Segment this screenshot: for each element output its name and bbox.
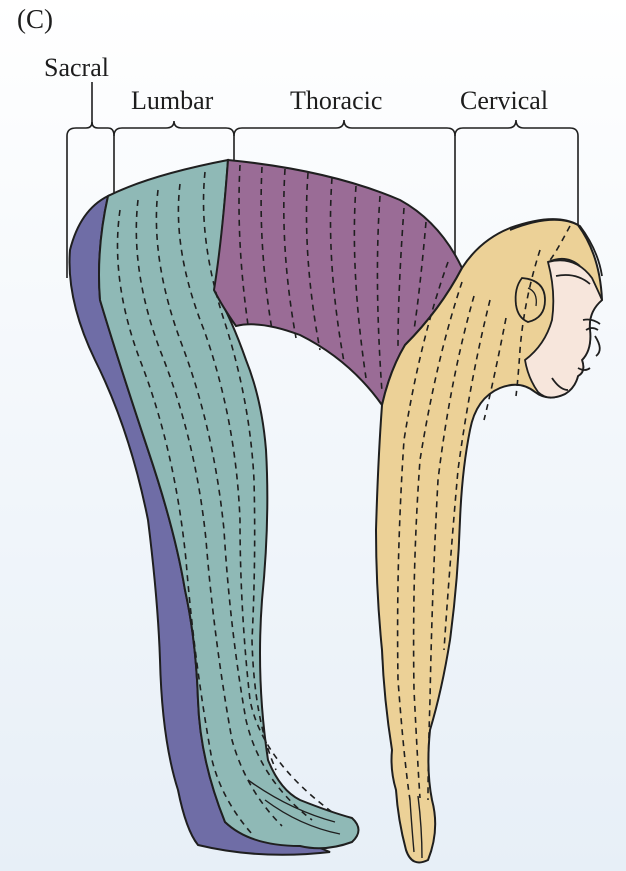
lumbar-bracket bbox=[114, 121, 234, 160]
nose bbox=[595, 336, 600, 356]
eye bbox=[586, 328, 598, 330]
cervical-bracket bbox=[455, 120, 578, 225]
